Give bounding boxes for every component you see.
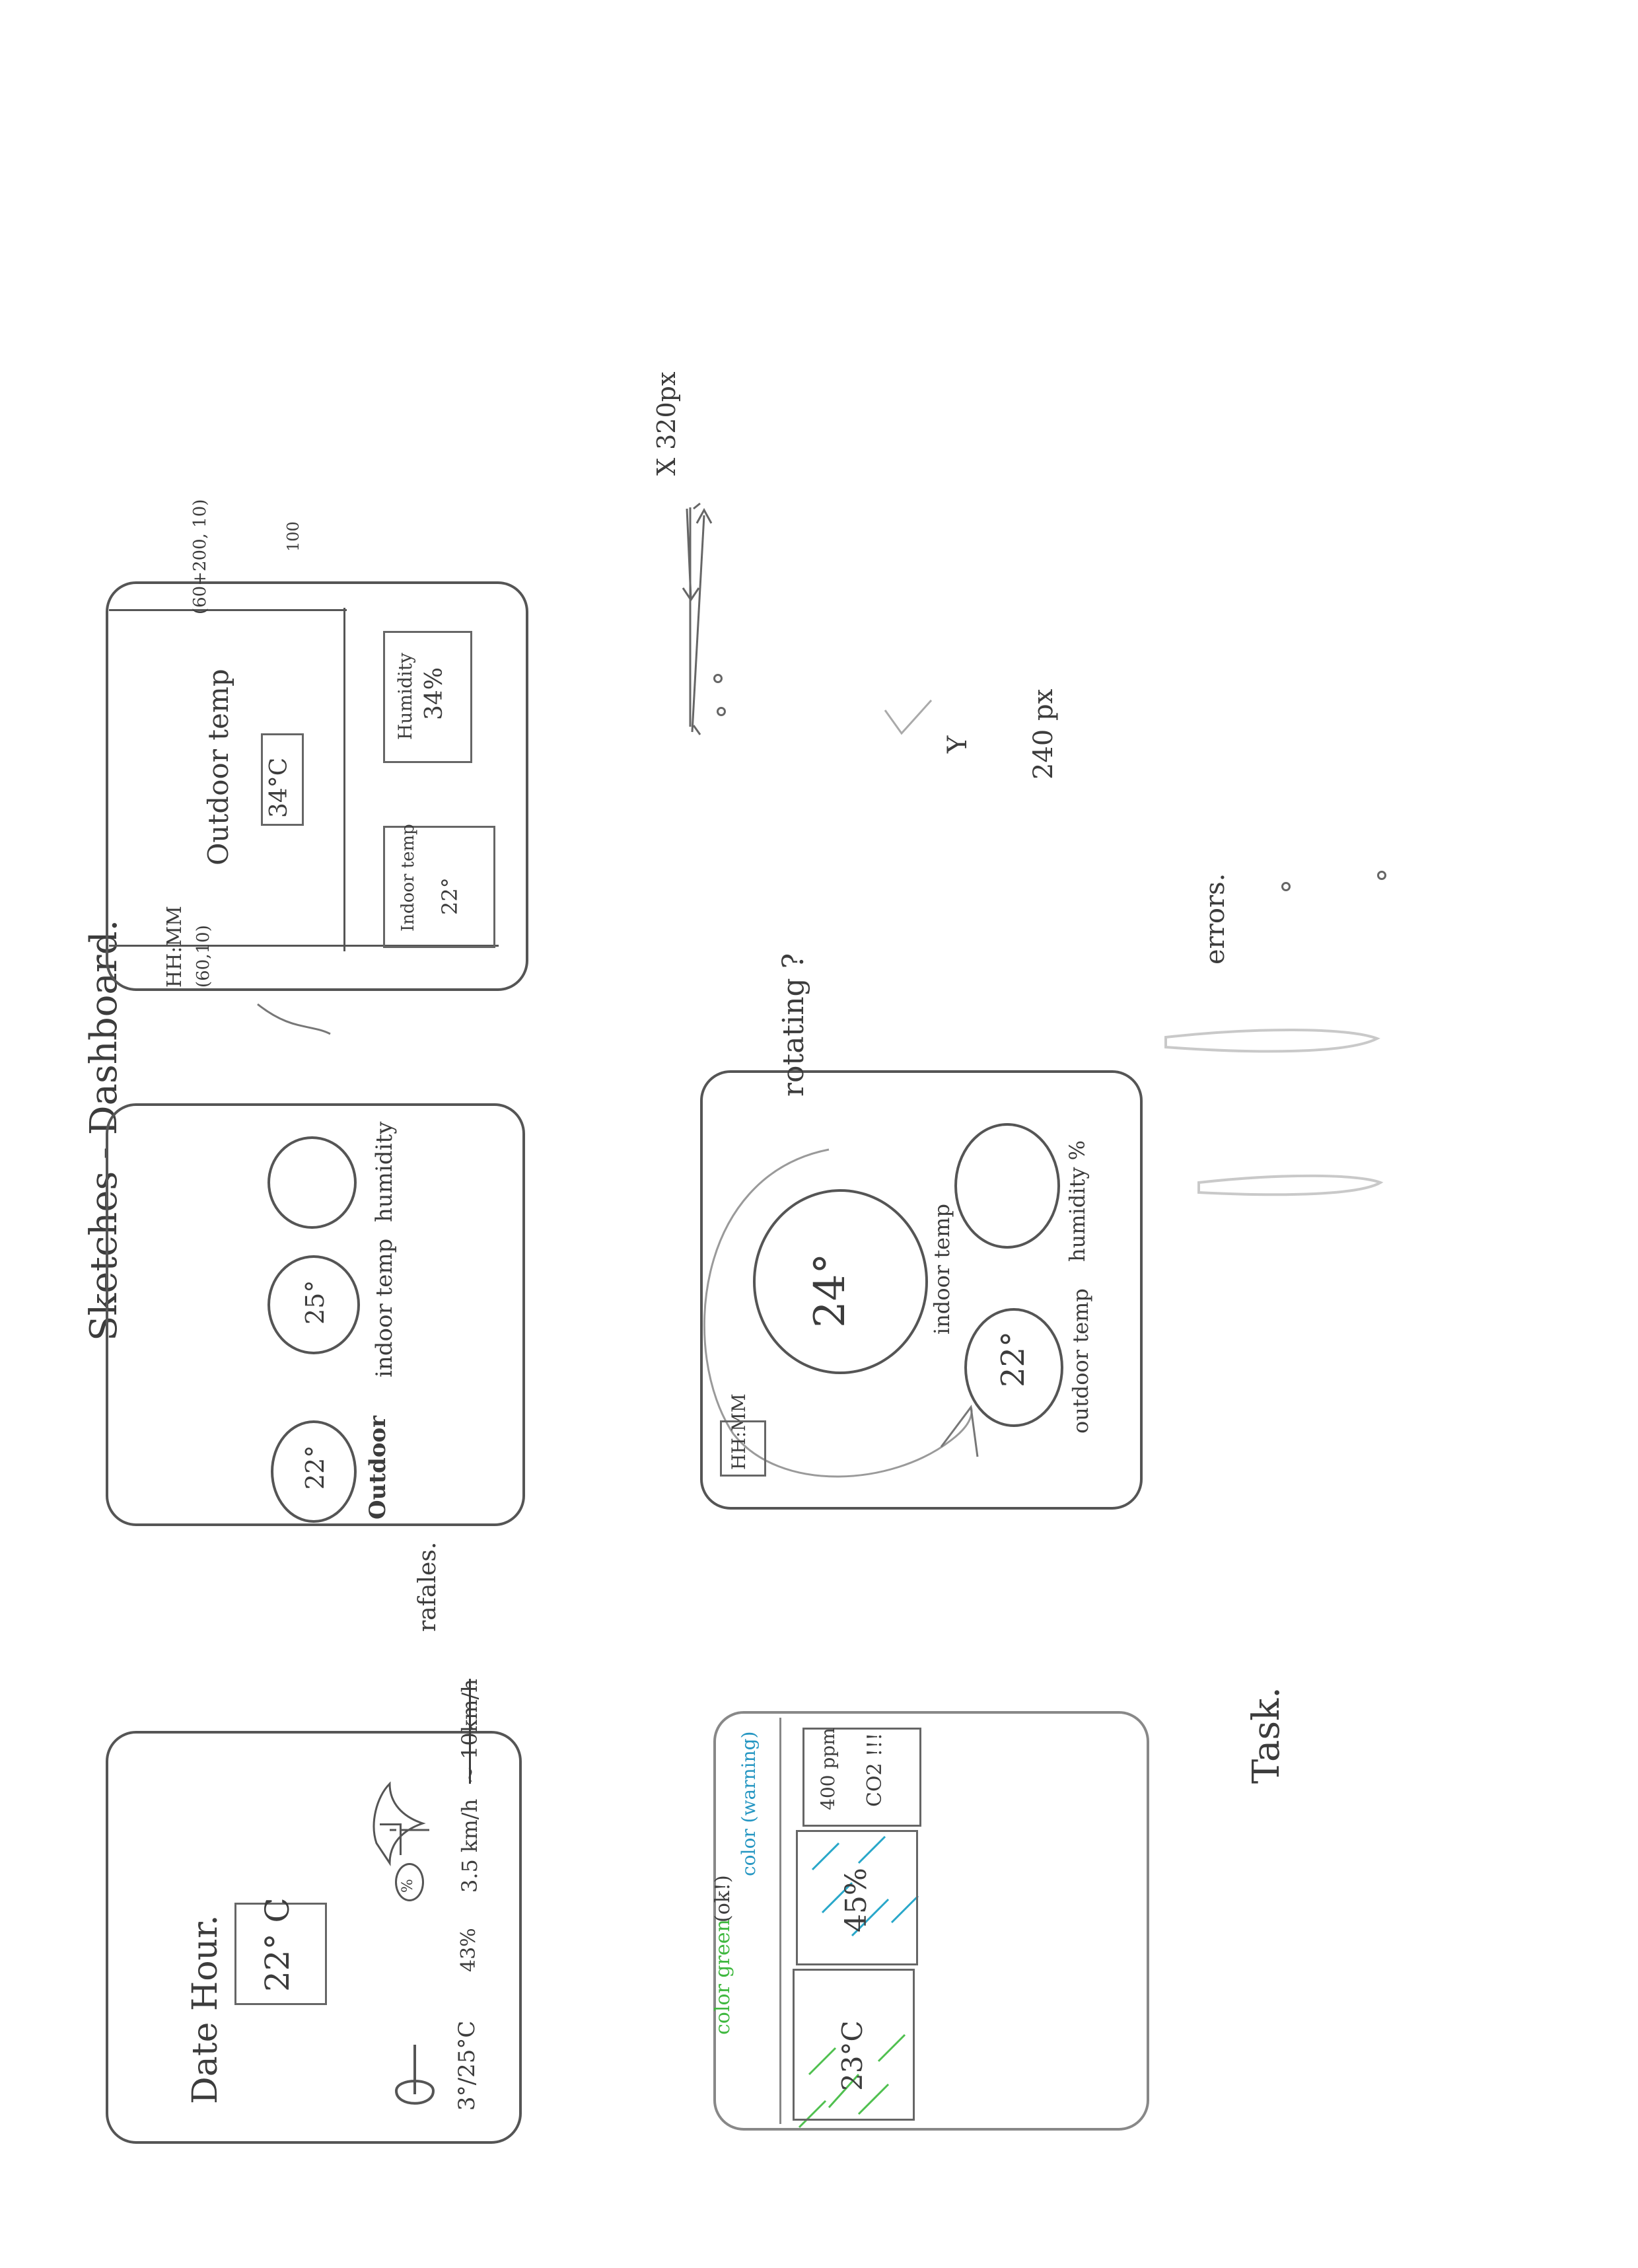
sketch5-big-label: indoor temp: [931, 1204, 952, 1335]
wind-arrow-icon: [380, 1823, 402, 1855]
sketch4-co2-value: 400 ppm: [819, 1728, 837, 1810]
sketch3-width-note: X 320px: [654, 372, 679, 476]
sketch4-co2-label: CO2 !!!: [865, 1733, 885, 1807]
sketch5-rotating-note: rotating ?: [779, 953, 808, 1097]
sketch2-outdoor-label: Outdoor: [367, 1416, 389, 1519]
sketch3-value: 34°C: [267, 758, 291, 818]
sketch3-main-divider: [343, 608, 345, 951]
sketch5-big-value: 24°: [809, 1253, 851, 1328]
sketch5-clock-box: [720, 1420, 766, 1477]
sketch2-indoor-value: 25°: [303, 1280, 328, 1325]
sketch2-indoor-label: indoor temp: [373, 1239, 396, 1377]
sketch5-small-value: 22°: [997, 1331, 1029, 1387]
mark-dot: [1281, 882, 1291, 891]
sketch3-coord-end: (60+200, 10): [192, 499, 209, 614]
sketch1-drop-symbol: %: [401, 1879, 415, 1893]
sketch1-wind: 3.5 km/h: [459, 1799, 480, 1893]
sketch3-coord-start: (60,10): [195, 925, 212, 988]
sketch3-indoor-label: Indoor temp: [400, 824, 417, 932]
thermometer-icon: [393, 2038, 433, 2104]
sketch4-header-divider: [779, 1718, 781, 2124]
sketch4-temp-value: 23°C: [839, 2020, 867, 2091]
sketch4-humidity-value: 45%: [842, 1868, 871, 1932]
sketch5-humidity-label: humidity %: [1067, 1140, 1088, 1262]
mark-dot: [717, 707, 726, 716]
mark-dot: [713, 674, 723, 683]
sketch1-thermo-reading: 3°/25°C: [456, 2021, 478, 2111]
sketch4-green-note: color green: [713, 1919, 733, 2035]
sketch4-blue-note: color (warning): [740, 1732, 758, 1876]
sketch1-big-temp: 22° C: [261, 1897, 294, 1992]
sketch3-indoor-value: 22°: [439, 877, 460, 915]
errors-note: errors.: [1202, 873, 1228, 965]
sketch1-header: Date Hour.: [188, 1915, 223, 2104]
mark-dot: [1377, 871, 1386, 880]
sketch1-rafales: rafales.: [416, 1542, 440, 1632]
sketch2-humidity-circle: [267, 1136, 357, 1229]
sketch3-height-px: 240 px: [1030, 689, 1057, 780]
sketch4-ok-note: (ok!): [713, 1875, 733, 1922]
sketch3-humidity-label: Humidity: [396, 653, 415, 740]
sketch3-height-note: 100: [285, 521, 301, 552]
sketch5-small-label: outdoor temp: [1070, 1288, 1091, 1434]
sketch5-humidity-circle: [954, 1123, 1060, 1249]
task-label: Task.: [1248, 1687, 1285, 1784]
sketch3-humidity-value: 34%: [423, 667, 446, 720]
sketch3-clock: HH:MM: [165, 906, 185, 988]
sketch1-wind-strike: ~ 10km/h: [459, 1679, 480, 1784]
sketch3-title: Outdoor temp: [205, 669, 232, 865]
sketch3-y-label: Y: [944, 736, 971, 753]
sketch3-header-divider: [109, 609, 347, 611]
sketch2-outdoor-value: 22°: [303, 1445, 328, 1490]
sketch4-card: [713, 1711, 1149, 2131]
sketch1-humidity: 43%: [459, 1928, 479, 1972]
sketch2-humidity-label: humidity: [373, 1122, 396, 1222]
